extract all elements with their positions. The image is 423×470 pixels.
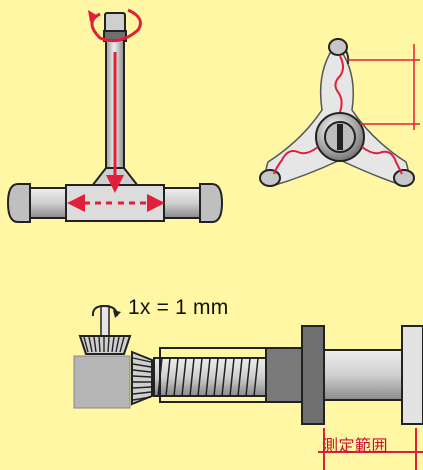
measurement-range-label: 測定範囲 — [322, 438, 389, 455]
scale-label: 1x = 1 mm — [128, 296, 229, 319]
t-handle-tool — [6, 8, 224, 223]
rotation-arrow-icon — [91, 304, 121, 337]
three-point-gauge — [259, 38, 420, 187]
screw-mechanism — [73, 304, 423, 470]
